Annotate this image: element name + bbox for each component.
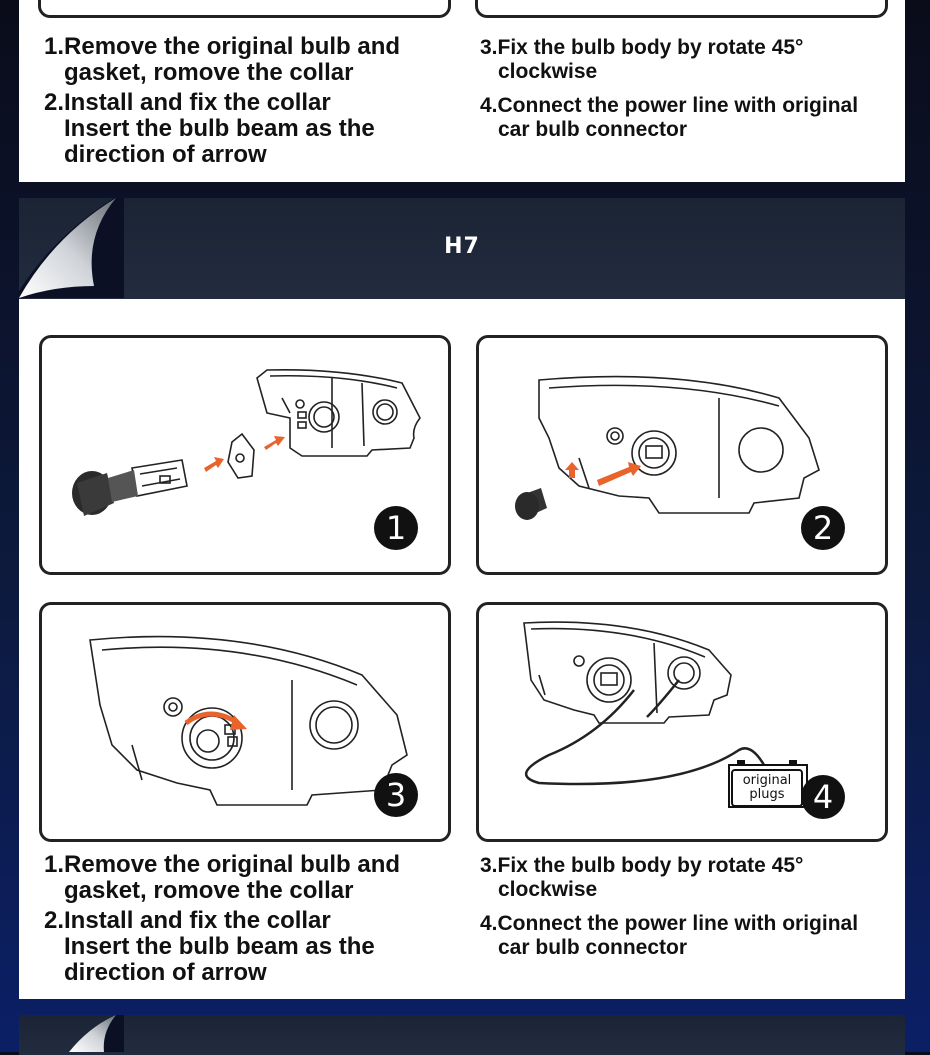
section-title: H7 bbox=[444, 234, 480, 259]
step2-line1: 2.Install and fix the collar bbox=[44, 89, 331, 116]
step4-line2-b: car bulb connector bbox=[498, 936, 688, 959]
h7-instruction-panel: 1 2 bbox=[19, 299, 905, 999]
step2-line2-b: Insert the bulb beam as the bbox=[64, 933, 375, 960]
step3-line2: clockwise bbox=[498, 60, 598, 83]
instructions-right-top: 3.Fix the bulb body by rotate 45°clockwi… bbox=[480, 36, 900, 146]
next-section-banner bbox=[19, 1015, 905, 1055]
section-banner: H7 bbox=[19, 198, 905, 299]
step3-line1: 3.Fix the bulb body by rotate 45° bbox=[480, 36, 804, 59]
instructions-right-bottom: 3.Fix the bulb body by rotate 45°clockwi… bbox=[480, 854, 900, 964]
step2-line3: direction of arrow bbox=[64, 141, 267, 168]
step3-line1-b: 3.Fix the bulb body by rotate 45° bbox=[480, 854, 804, 877]
headlight-rotate-bulb-illustration bbox=[89, 635, 408, 806]
step4-line1: 4.Connect the power line with original bbox=[480, 94, 859, 117]
step2-line2: Insert the bulb beam as the bbox=[64, 115, 375, 142]
figure-step-4: original plugs 4 bbox=[476, 602, 888, 842]
step-number-2: 2 bbox=[801, 506, 845, 550]
headlight-remove-bulb-illustration bbox=[72, 368, 421, 516]
step1-line2: gasket, romove the collar bbox=[64, 59, 354, 86]
original-plugs-label: original plugs bbox=[731, 769, 803, 807]
plug-label-line1: original bbox=[742, 773, 792, 788]
figure-step-3: 3 bbox=[39, 602, 451, 842]
step4-line1-b: 4.Connect the power line with original bbox=[480, 912, 859, 935]
headlight-install-collar-illustration bbox=[515, 375, 820, 520]
headlight-connect-power-illustration bbox=[523, 621, 808, 808]
step2-line3-b: direction of arrow bbox=[64, 959, 267, 986]
step4-line2: car bulb connector bbox=[498, 118, 688, 141]
step2-line1-b: 2.Install and fix the collar bbox=[44, 907, 331, 934]
figure-frame-partial-right bbox=[475, 0, 888, 18]
step-number-3: 3 bbox=[374, 773, 418, 817]
figure-step-1: 1 bbox=[39, 335, 451, 575]
step1-line1-b: 1.Remove the original bulb and bbox=[44, 851, 401, 878]
step1-line1: 1.Remove the original bulb and bbox=[44, 33, 401, 60]
step-number-4: 4 bbox=[801, 775, 845, 819]
figure-step-2: 2 bbox=[476, 335, 888, 575]
plug-label-line2: plugs bbox=[749, 787, 785, 802]
figure-frame-partial-left bbox=[38, 0, 451, 18]
step1-line2-b: gasket, romove the collar bbox=[64, 877, 354, 904]
step-number-1: 1 bbox=[374, 506, 418, 550]
step3-line2-b: clockwise bbox=[498, 878, 598, 901]
